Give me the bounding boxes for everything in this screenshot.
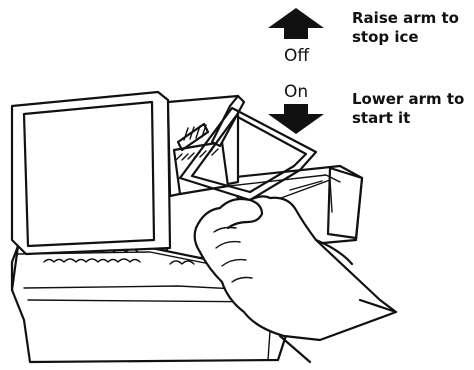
- ice-maker-door: [12, 92, 170, 254]
- raise-text-line-1: Raise arm to: [352, 9, 459, 27]
- lower-text-line-1: Lower arm to: [352, 90, 464, 108]
- down-arrow-icon: [268, 104, 324, 134]
- up-arrow-icon: [268, 8, 324, 39]
- lower-arm-instruction: Lower arm to start it: [352, 90, 464, 127]
- off-label: Off: [284, 46, 310, 66]
- raise-arm-instruction: Raise arm to stop ice: [352, 9, 459, 46]
- raise-text-line-2: stop ice: [352, 28, 419, 46]
- on-label: On: [284, 82, 308, 102]
- lower-text-line-2: start it: [352, 109, 410, 127]
